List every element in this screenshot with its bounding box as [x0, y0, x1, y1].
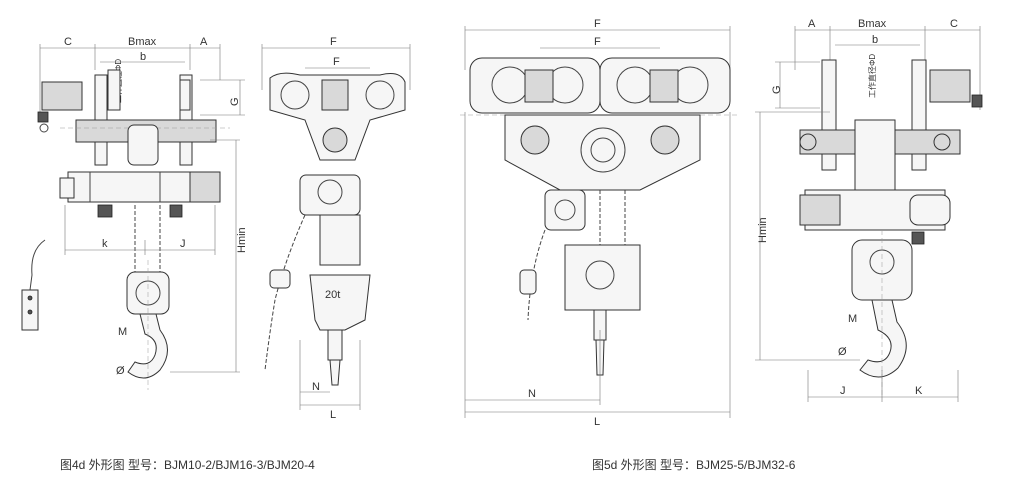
- dim-Bmax-left: Bmax: [128, 36, 157, 48]
- dim-D-5d: 工作直径ΦD: [867, 54, 877, 98]
- fig5d-front-view: F F N L: [460, 18, 740, 428]
- dim-b-left: b: [140, 51, 146, 63]
- dim-Hmin-left: Hmin: [236, 227, 248, 253]
- dim-K-5d: K: [915, 385, 923, 397]
- dim-F2-front: F: [333, 56, 340, 68]
- dim-N-5d: N: [528, 388, 536, 400]
- dim-L-front: L: [330, 409, 336, 421]
- dim-G-5d: G: [771, 85, 783, 94]
- dim-A-left: A: [200, 36, 208, 48]
- dim-phi-5d: Ø: [838, 346, 847, 358]
- dim-N-front: N: [312, 381, 320, 393]
- dim-C-left: C: [64, 36, 72, 48]
- dim-F-5d: F: [594, 18, 601, 30]
- fig4d-front-view: F F 20t N L: [261, 36, 411, 421]
- dim-L-5d: L: [594, 416, 600, 428]
- fig4d-side-view: C Bmax A b G 工作直径ΦD: [21, 36, 248, 390]
- fig4d-caption: 图4d 外形图 型号：BJM10-2/BJM16-3/BJM20-4: [60, 458, 315, 472]
- dim-G-left: G: [229, 97, 241, 106]
- dim-M-left: M: [118, 326, 127, 338]
- fig5d-caption: 图5d 外形图 型号：BJM25-5/BJM32-6: [592, 458, 796, 472]
- dim-C-5d: C: [950, 18, 958, 30]
- dim-F-front: F: [330, 36, 337, 48]
- dim-k-left: k: [102, 238, 108, 250]
- fig5d-side-view: A Bmax C b G 工作直径ΦD M Ø: [755, 18, 983, 402]
- dim-J-left: J: [180, 238, 186, 250]
- dim-Bmax-5d: Bmax: [858, 18, 887, 30]
- dim-M-5d: M: [848, 313, 857, 325]
- dim-b-5d: b: [872, 34, 878, 46]
- dim-J-5d: J: [840, 385, 846, 397]
- dim-A-5d: A: [808, 18, 816, 30]
- dim-Hmin-5d: Hmin: [757, 217, 769, 243]
- dim-phi-left: Ø: [116, 365, 125, 377]
- load-20t: 20t: [325, 289, 340, 301]
- dim-F2-5d: F: [594, 36, 601, 48]
